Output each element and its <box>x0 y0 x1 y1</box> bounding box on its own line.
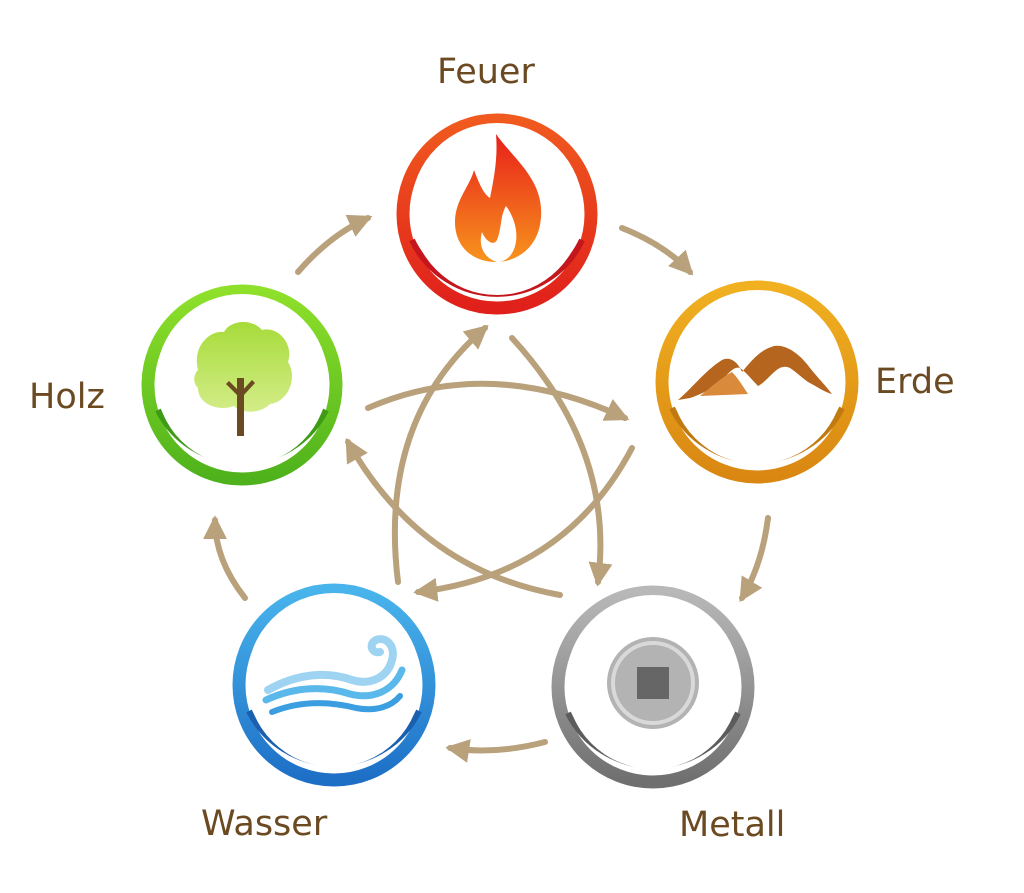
coin-icon <box>607 637 699 729</box>
arrow-metal-to-wood <box>345 437 563 598</box>
metal-label: Metall <box>679 805 786 845</box>
wave-icon <box>262 635 406 715</box>
arrow-earth-to-metal <box>739 515 771 603</box>
tree-icon <box>194 321 292 436</box>
arrow-earth-to-water <box>413 445 635 602</box>
arrow-water-to-wood <box>203 515 248 601</box>
arrow-wood-to-fire <box>295 214 373 275</box>
cycle-arrows <box>203 214 771 763</box>
earth-element <box>655 280 859 484</box>
metal-element <box>551 585 755 789</box>
flame-icon <box>455 134 542 262</box>
water-label: Wasser <box>201 804 328 844</box>
mountain-icon <box>678 345 832 400</box>
fire-element <box>396 113 598 315</box>
earth-label: Erde <box>875 362 955 402</box>
wood-label: Holz <box>29 377 105 417</box>
arrow-fire-to-earth <box>619 225 694 276</box>
arrow-water-to-fire <box>391 324 489 585</box>
arrow-metal-to-water <box>445 739 548 763</box>
arrow-wood-to-earth <box>365 380 630 421</box>
star-arrows <box>345 324 635 602</box>
arrow-fire-to-metal <box>509 335 613 587</box>
fire-label: Feuer <box>437 52 535 92</box>
wood-element <box>141 284 343 486</box>
water-element <box>232 583 436 787</box>
